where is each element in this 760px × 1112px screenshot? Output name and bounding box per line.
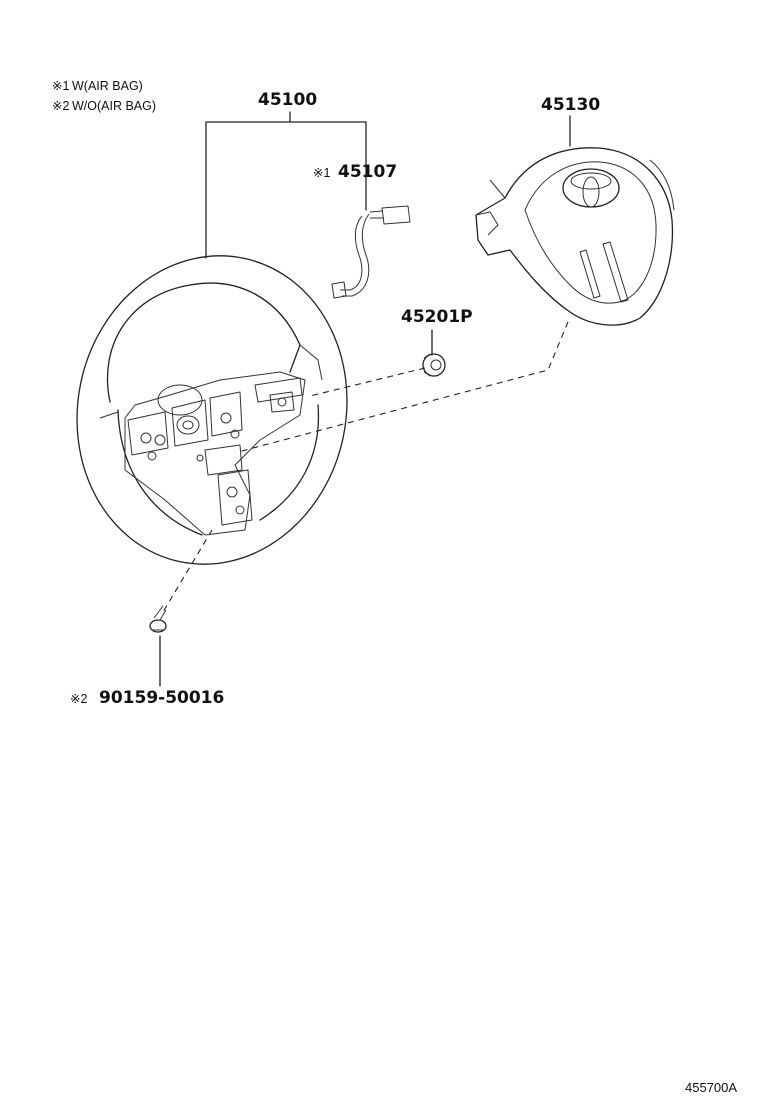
steering-wheel-inner-rim-top xyxy=(106,282,301,403)
hub-hole-1 xyxy=(140,432,152,444)
steering-wheel-left-bracket xyxy=(127,411,169,456)
part-label-screw[interactable]: 90159-50016 xyxy=(99,688,224,708)
steering-wheel-inner-rim-right xyxy=(259,404,320,521)
wire-connector-neck xyxy=(369,210,384,219)
steering-wheel-bottom-spoke xyxy=(217,469,253,526)
hub-hole-8 xyxy=(277,397,287,407)
screw-head xyxy=(149,619,167,633)
steering-wheel-side-tab xyxy=(269,391,295,413)
screw[interactable] xyxy=(149,605,167,633)
wire-assembly[interactable] xyxy=(331,205,411,299)
hub-hole-2 xyxy=(154,434,166,446)
horn-pad-top-edge xyxy=(649,159,675,211)
part-label-nut[interactable]: 45201P xyxy=(401,307,473,327)
wire-connector xyxy=(381,205,411,225)
horn-pad-left-slot xyxy=(579,249,601,299)
assembly-line-horn-pad xyxy=(237,321,569,453)
steering-wheel-right-bracket xyxy=(209,391,243,437)
horn-pad-outline xyxy=(475,147,674,326)
steering-wheel-center-bolt xyxy=(182,420,194,430)
wire-terminal xyxy=(331,281,347,299)
part-mark-screw: ※2 xyxy=(70,692,87,706)
nut-hole xyxy=(430,359,442,371)
steering-wheel-inner-rim-left xyxy=(117,409,203,536)
wire-cable-inner xyxy=(342,213,370,297)
screw-shank xyxy=(153,605,167,621)
assembly-line-screw xyxy=(162,529,213,613)
note-mark-1: ※1 xyxy=(52,79,69,93)
steering-wheel-upper-bracket xyxy=(254,377,303,403)
steering-wheel-center-hole xyxy=(176,415,200,435)
steering-wheel-center-bracket xyxy=(171,399,209,447)
leader-steering-wheel xyxy=(205,111,367,259)
toyota-logo-inner xyxy=(582,176,600,208)
note-mark-2: ※2 xyxy=(52,99,69,113)
hub-hole-5 xyxy=(230,429,240,439)
steering-wheel[interactable] xyxy=(49,231,376,590)
part-mark-wire: ※1 xyxy=(313,166,330,180)
steering-wheel-lower-bracket xyxy=(204,444,243,476)
horn-pad-side-edges xyxy=(475,179,506,236)
part-label-steering-wheel[interactable]: 45100 xyxy=(258,90,317,110)
wire-cable xyxy=(340,215,363,291)
part-label-wire[interactable]: 45107 xyxy=(338,162,397,182)
leader-lines xyxy=(159,111,571,687)
hub-hole-3 xyxy=(147,451,157,461)
steering-wheel-rim-edges xyxy=(99,344,323,419)
part-label-horn-pad[interactable]: 45130 xyxy=(541,95,600,115)
horn-pad-right-slot xyxy=(602,241,629,303)
toyota-logo-outer xyxy=(562,168,620,208)
hub-hole-4 xyxy=(220,412,232,424)
assembly-line-nut xyxy=(309,367,426,397)
steering-wheel-center-boss xyxy=(157,384,203,416)
steering-wheel-hub xyxy=(124,371,306,536)
nut[interactable] xyxy=(422,353,446,377)
nut-flats xyxy=(423,353,431,377)
note-text-1: W(AIR BAG) xyxy=(72,79,143,93)
notes-legend: ※1 W(AIR BAG) ※2 W/O(AIR BAG) xyxy=(52,79,156,113)
horn-pad-face xyxy=(524,161,657,304)
hub-hole-9 xyxy=(196,454,204,462)
hub-hole-6 xyxy=(226,486,238,498)
reference-code: 455700A xyxy=(685,1080,737,1095)
assembly-lines xyxy=(162,321,569,613)
nut-outer xyxy=(422,353,446,377)
steering-wheel-outer-rim xyxy=(76,255,348,565)
horn-pad[interactable] xyxy=(475,147,675,326)
hub-hole-7 xyxy=(235,505,245,515)
note-text-2: W/O(AIR BAG) xyxy=(72,99,156,113)
toyota-logo-upper xyxy=(570,172,612,190)
toyota-logo-icon xyxy=(562,168,620,208)
